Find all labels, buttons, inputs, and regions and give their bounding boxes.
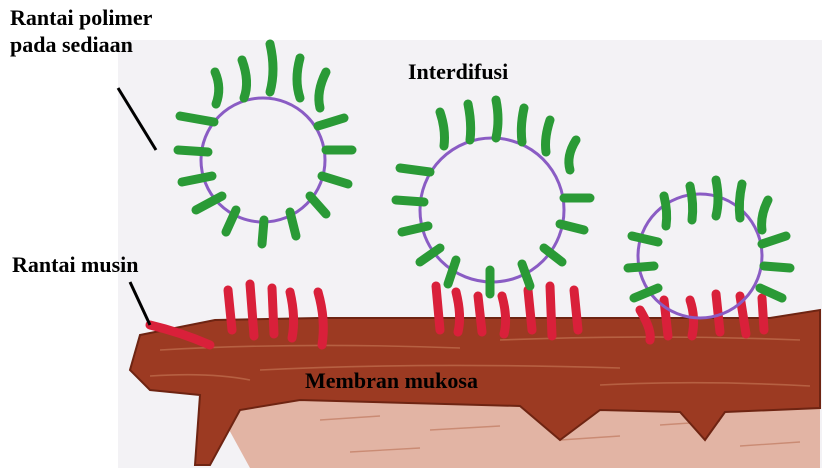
mucin-chain-label: Rantai musin	[12, 251, 139, 278]
polymer-chain-label: Rantai polimer pada sediaan	[10, 4, 152, 58]
mucin-chain	[502, 296, 506, 334]
mucosal-membrane-label: Membran mukosa	[305, 367, 478, 394]
mucin-chain	[436, 286, 440, 330]
mucin-chain	[318, 292, 323, 345]
mucin-chain	[250, 284, 254, 336]
mucin-chain	[456, 292, 460, 332]
polymer-label-line1: Rantai polimer	[10, 4, 152, 31]
mucin-chain	[272, 288, 274, 334]
mucin-chain	[290, 292, 294, 338]
mucin-chain	[574, 290, 578, 330]
mucin-chain	[528, 290, 532, 330]
polymer-label-line2: pada sediaan	[10, 31, 152, 58]
mucin-chain	[716, 294, 720, 332]
mucin-chain	[762, 298, 764, 330]
mucin-chain	[478, 296, 482, 332]
interdiffusion-label: Interdifusi	[408, 58, 508, 85]
mucin-chain	[228, 290, 232, 330]
mucin-chain	[550, 286, 552, 336]
